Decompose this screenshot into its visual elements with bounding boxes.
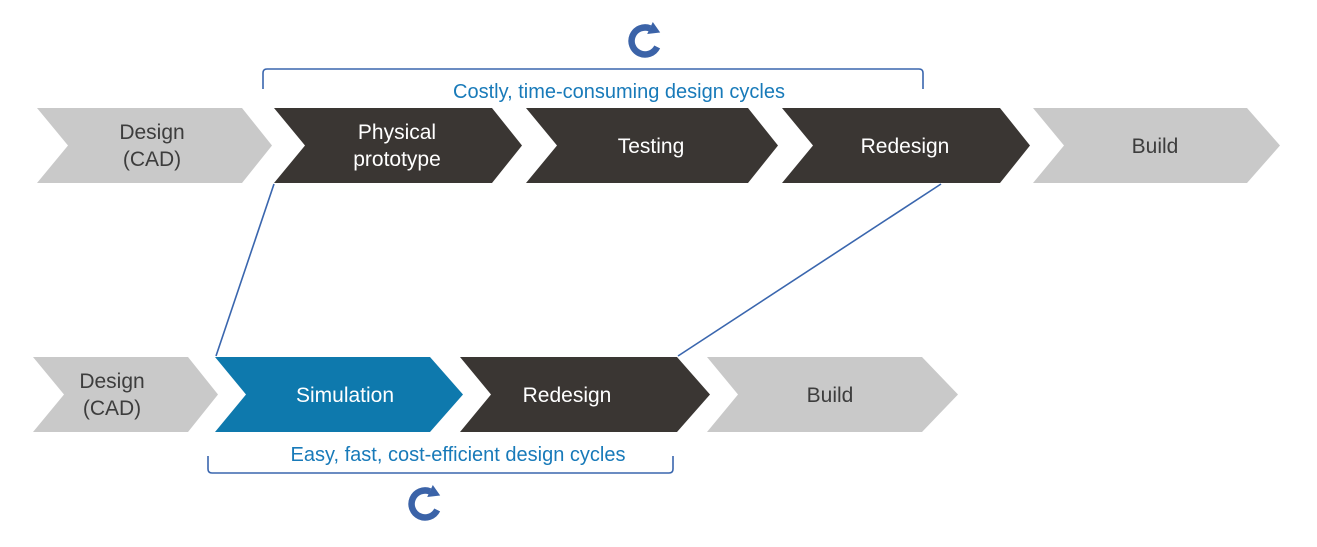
arrow-shape	[215, 357, 463, 432]
connector-line-left	[215, 183, 275, 357]
step-label-line2: (CAD)	[123, 148, 181, 171]
step-label: Build	[807, 384, 854, 407]
step-arrow-design-cad-bottom: Design (CAD)	[33, 357, 218, 432]
step-arrow-redesign-bottom: Redesign	[460, 357, 710, 432]
step-arrow-design-cad-top: Design (CAD)	[37, 108, 272, 183]
top-annotation: Costly, time-consuming design cycles	[453, 81, 785, 103]
arrow-shape	[782, 108, 1030, 183]
connector-line-right	[677, 183, 942, 357]
step-arrow-physical-prototype: Physical prototype	[274, 108, 522, 183]
step-label: Redesign	[523, 384, 612, 407]
bottom-flow: Design (CAD) Simulation Redesign Build E…	[33, 357, 958, 521]
step-label: Testing	[618, 135, 685, 158]
step-arrow-testing: Testing	[526, 108, 778, 183]
arrow-shape	[460, 357, 710, 432]
arrow-shape	[33, 357, 218, 432]
step-label: Redesign	[861, 135, 950, 158]
bottom-cycle-bracket	[207, 456, 674, 474]
step-arrow-simulation: Simulation	[215, 357, 463, 432]
arrow-shape	[37, 108, 272, 183]
cycle-arrow-icon	[408, 485, 441, 521]
arrow-shape	[274, 108, 522, 183]
step-label: Simulation	[296, 384, 394, 407]
arrow-shape	[1033, 108, 1280, 183]
step-label-line2: (CAD)	[83, 397, 141, 420]
arrow-shape	[707, 357, 958, 432]
step-label: Build	[1132, 135, 1179, 158]
top-cycle-bracket	[262, 68, 924, 89]
step-arrow-build-bottom: Build	[707, 357, 958, 432]
top-flow: Costly, time-consuming design cycles Des…	[37, 22, 1280, 183]
step-label: Physical	[358, 121, 436, 144]
bottom-annotation: Easy, fast, cost-efficient design cycles	[291, 444, 626, 466]
cycle-arrow-icon	[628, 22, 661, 58]
step-label: Design	[79, 370, 144, 393]
step-label-line2: prototype	[353, 148, 441, 171]
arrow-shape	[526, 108, 778, 183]
step-label: Design	[119, 121, 184, 144]
step-arrow-build-top: Build	[1033, 108, 1280, 183]
step-arrow-redesign-top: Redesign	[782, 108, 1030, 183]
